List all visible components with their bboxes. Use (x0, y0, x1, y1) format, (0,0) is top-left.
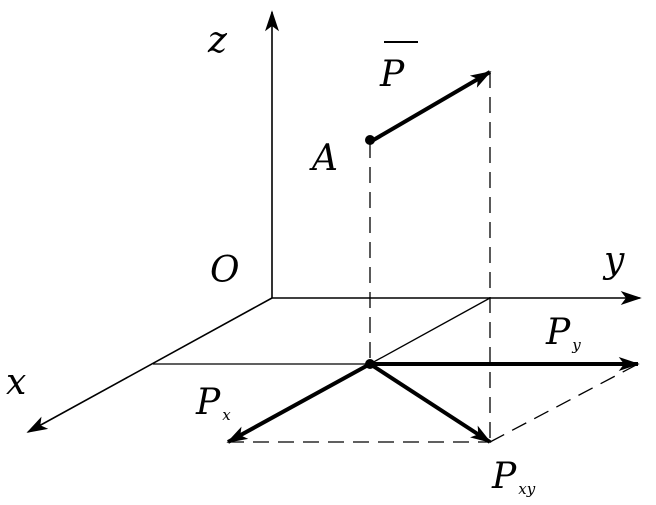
point-a-label: A (309, 138, 338, 179)
pxy-vector-arrow (368, 362, 492, 444)
vector-p-arrow (368, 70, 492, 144)
pxy-label-sub: xy (518, 480, 535, 498)
px-vector-arrow (226, 362, 371, 444)
origin-label: O (210, 250, 240, 291)
projection-point-dot (365, 359, 375, 369)
x-axis (26, 297, 273, 433)
px-label-sub: x (222, 406, 231, 424)
py-label-main: P (545, 312, 571, 353)
x-axis-label: x (6, 362, 26, 403)
y-axis-label: y (602, 240, 625, 281)
py-label-sub: y (571, 336, 581, 354)
pxy-label-main: P (491, 456, 517, 497)
point-a-dot (365, 135, 375, 145)
vector-p-label: P (379, 54, 405, 95)
y-parallel-line (369, 297, 491, 365)
px-label-main: P (195, 382, 221, 423)
z-axis-label: z (207, 20, 228, 61)
dashed-right-edge (489, 363, 639, 443)
